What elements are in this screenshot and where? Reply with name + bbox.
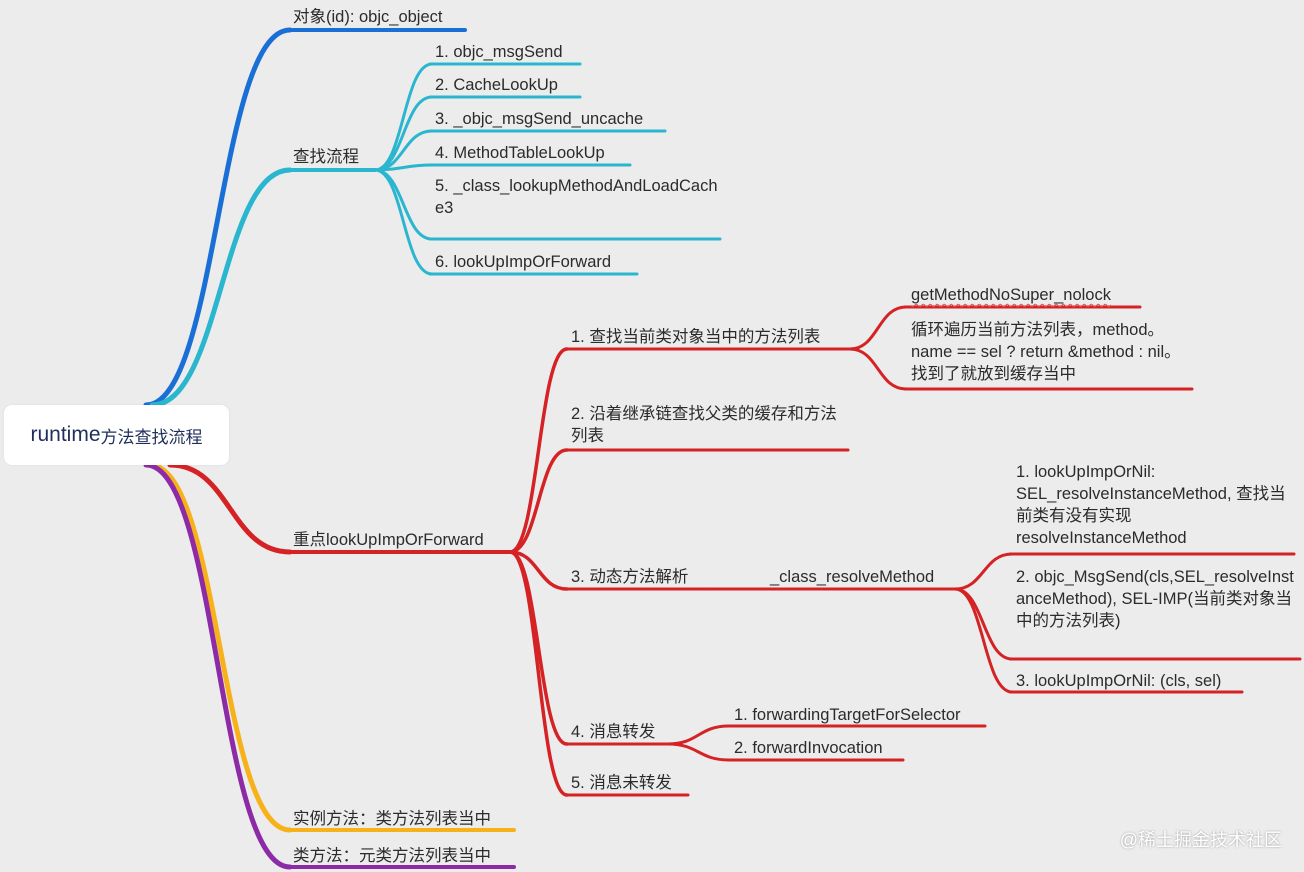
link-lookup-step-6: [373, 168, 434, 276]
lookup-imp-or-forward-lines: [167, 305, 1302, 797]
focus-step-5[interactable]: 5. 消息未转发: [571, 774, 672, 792]
class-method-lines: [143, 462, 516, 870]
forward-invocation[interactable]: 2. forwardInvocation: [734, 739, 883, 757]
lookup-step-6[interactable]: 6. lookUpImpOrForward: [435, 253, 612, 271]
method-list-loop-note[interactable]: 循环遍历当前方法列表，method。name == sel ? return &…: [911, 321, 1181, 383]
class-resolve-method[interactable]: _class_resolveMethod: [770, 568, 935, 586]
link-root-instance: [147, 462, 293, 833]
resolve-child-2[interactable]: 2. objc_MsgSend(cls,SEL_resolveInstanceM…: [1016, 568, 1294, 630]
lookup-step-3[interactable]: 3. _objc_msgSend_uncache: [435, 110, 644, 128]
link-step4-child-2: [666, 742, 731, 762]
root-title-en: runtime: [30, 423, 101, 446]
link-lookup-step-1: [373, 62, 434, 172]
link-step1-child-1: [848, 305, 908, 351]
resolve-child-1[interactable]: 1. lookUpImpOrNil: SEL_resolveInstanceMe…: [1016, 463, 1286, 547]
topic-lookup-imp-or-forward[interactable]: 重点lookUpImpOrForward: [293, 531, 484, 549]
lookup-flow-lines: [149, 62, 722, 408]
lookup-step-4[interactable]: 4. MethodTableLookUp: [435, 144, 605, 162]
lookup-step-2[interactable]: 2. CacheLookUp: [435, 76, 558, 94]
link-resolve-child-1: [953, 552, 1014, 591]
link-resolve-child-3: [953, 587, 1014, 694]
link-root-object: [143, 27, 293, 408]
link-lookup-step-5: [373, 168, 434, 241]
link-resolve-child-2: [953, 587, 1014, 661]
topic-object[interactable]: 对象(id): objc_object: [293, 8, 443, 26]
focus-step-3[interactable]: 3. 动态方法解析: [571, 568, 689, 586]
focus-step-2[interactable]: 2. 沿着继承链查找父类的缓存和方法列表: [571, 405, 837, 445]
link-step1-child-2: [848, 347, 908, 391]
link-root-focus: [167, 462, 293, 555]
link-focus-step-4: [508, 550, 569, 746]
watermark: @稀土掘金技术社区: [1119, 830, 1282, 850]
object-branch-lines: [143, 27, 467, 408]
forwarding-target-for-selector[interactable]: 1. forwardingTargetForSelector: [734, 706, 961, 724]
instance-method-lines: [147, 462, 516, 833]
lookup-step-1[interactable]: 1. objc_msgSend: [435, 43, 563, 61]
link-focus-step-3: [508, 550, 569, 591]
link-step4-child-1: [666, 724, 731, 746]
resolve-child-3[interactable]: 3. lookUpImpOrNil: (cls, sel): [1016, 672, 1222, 690]
topic-instance-method[interactable]: 实例方法：类方法列表当中: [293, 810, 491, 828]
focus-step-4[interactable]: 4. 消息转发: [571, 723, 656, 741]
topic-lookup-flow[interactable]: 查找流程: [293, 148, 359, 166]
root-title-zh: 方法查找流程: [100, 427, 203, 447]
focus-step-1[interactable]: 1. 查找当前类对象当中的方法列表: [571, 328, 821, 346]
link-root-lookup: [149, 167, 293, 408]
link-focus-step-5: [508, 550, 569, 797]
link-focus-step-1: [508, 347, 569, 554]
lookup-step-5[interactable]: 5. _class_lookupMethodAndLoadCache3: [435, 177, 718, 217]
link-focus-step-2: [508, 448, 569, 554]
topic-class-method[interactable]: 类方法：元类方法列表当中: [293, 847, 491, 865]
link-root-class: [143, 462, 293, 870]
get-method-no-super[interactable]: getMethodNoSuper_nolock: [911, 286, 1111, 304]
